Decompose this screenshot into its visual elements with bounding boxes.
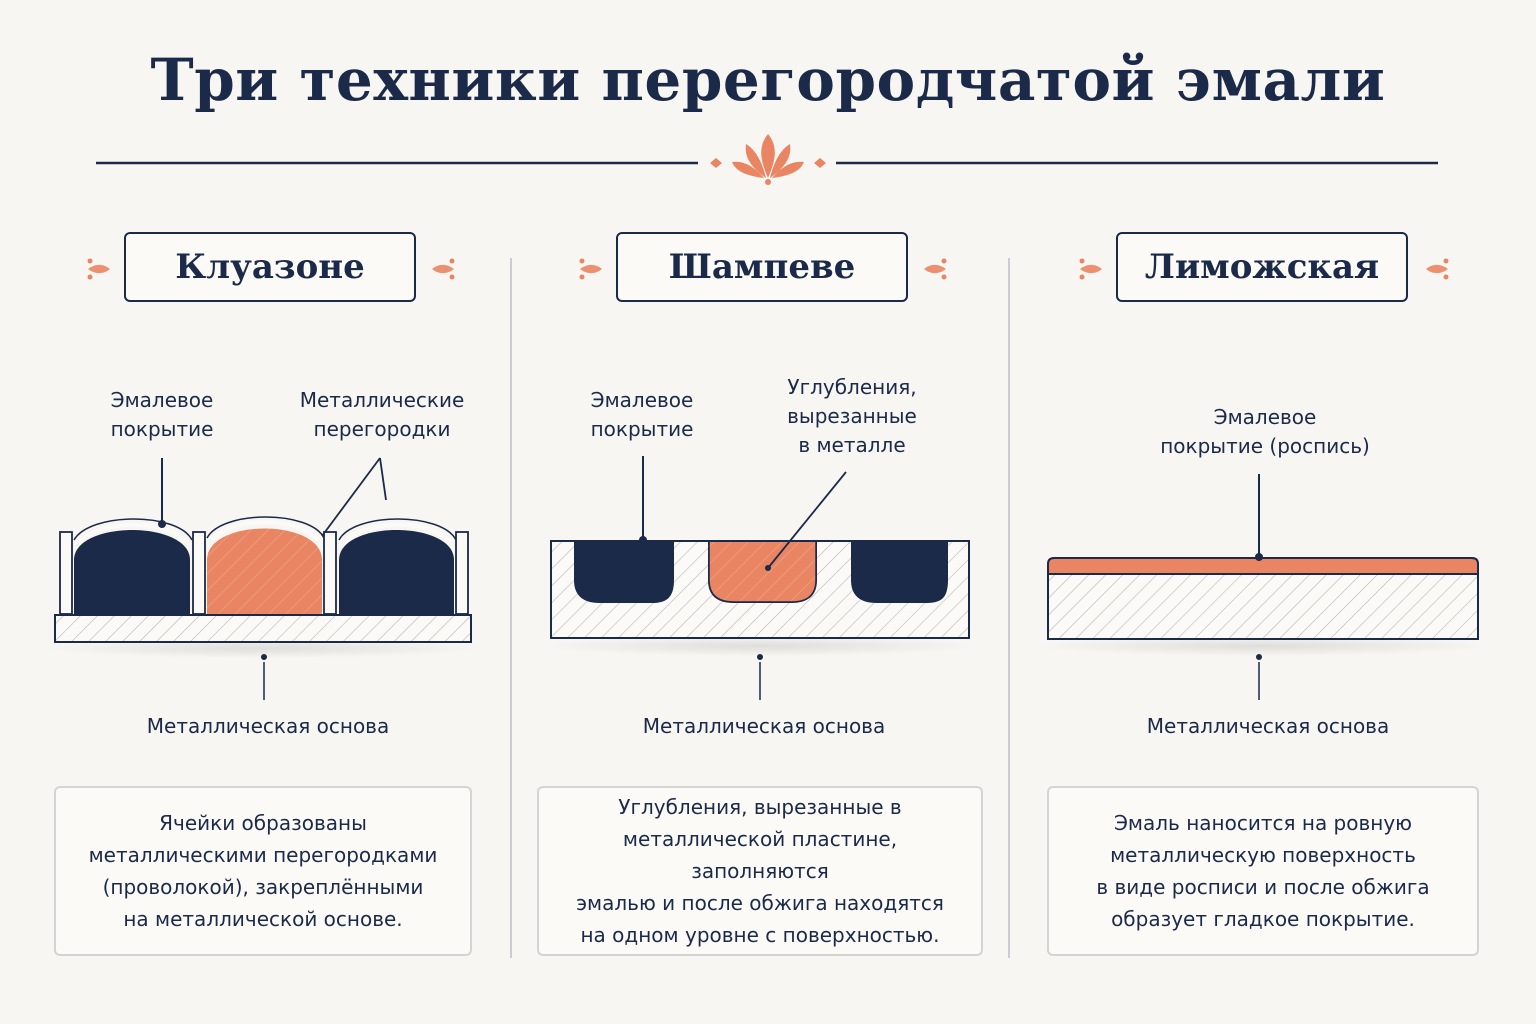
label-partitions: Металлические перегородки: [299, 388, 465, 441]
champleve-diagram: [540, 456, 980, 700]
description-limoges: Эмаль наносится на ровную металлическую …: [1047, 786, 1479, 956]
enamel-fill: [852, 541, 947, 602]
column-separator: [1008, 258, 1010, 958]
label-enamel-champleve: Эмалевое покрытие: [590, 388, 694, 441]
flourish-icon: [432, 258, 455, 280]
description-champleve: Углубления, вырезанные в металлической п…: [537, 786, 983, 956]
enamel-fill: [708, 540, 817, 603]
flourish-icon: [1426, 258, 1449, 280]
description-cloisonne: Ячейки образованы металлическими перегор…: [54, 786, 472, 956]
label-enamel-cloisonne: Эмалевое покрытие: [110, 388, 214, 441]
label-base-cloisonne: Металлическая основа: [146, 714, 390, 738]
limoges-diagram: [1032, 474, 1492, 700]
enamel-fill: [575, 541, 673, 602]
metal-plate: [1047, 573, 1479, 640]
label-base-limoges: Металлическая основа: [1146, 714, 1390, 738]
heading-cloisonne: Клуазоне: [124, 232, 416, 302]
column-separator: [510, 258, 512, 958]
cloisonne-diagram: [43, 457, 483, 700]
heading-label: Клуазоне: [175, 247, 365, 287]
enamel-cell: [74, 530, 190, 614]
enamel-cell: [207, 528, 322, 614]
heading-limoges: Лиможская: [1116, 232, 1408, 302]
heading-label: Шампеве: [668, 247, 856, 287]
ornament-icon: [710, 134, 826, 185]
page-title: Три техники перегородчатой эмали: [150, 46, 1386, 114]
wire-partition: [323, 531, 337, 615]
metal-base: [54, 614, 472, 643]
wire-partition: [455, 531, 469, 615]
label-base-champleve: Металлическая основа: [642, 714, 886, 738]
enamel-cell: [339, 530, 454, 614]
flourish-icon: [924, 258, 947, 280]
wire-partition: [59, 531, 73, 615]
flourish-icon: [87, 258, 110, 280]
label-enamel-limoges: Эмалевое покрытие (роспись): [1160, 405, 1370, 458]
wire-partition: [192, 531, 206, 615]
heading-label: Лиможская: [1144, 247, 1380, 287]
label-recesses: Углубления, вырезанные в металле: [787, 375, 917, 457]
enamel-layer: [1047, 557, 1479, 575]
heading-champleve: Шампеве: [616, 232, 908, 302]
flourish-icon: [579, 258, 602, 280]
flourish-icon: [1079, 258, 1102, 280]
title-divider: [96, 134, 1438, 185]
